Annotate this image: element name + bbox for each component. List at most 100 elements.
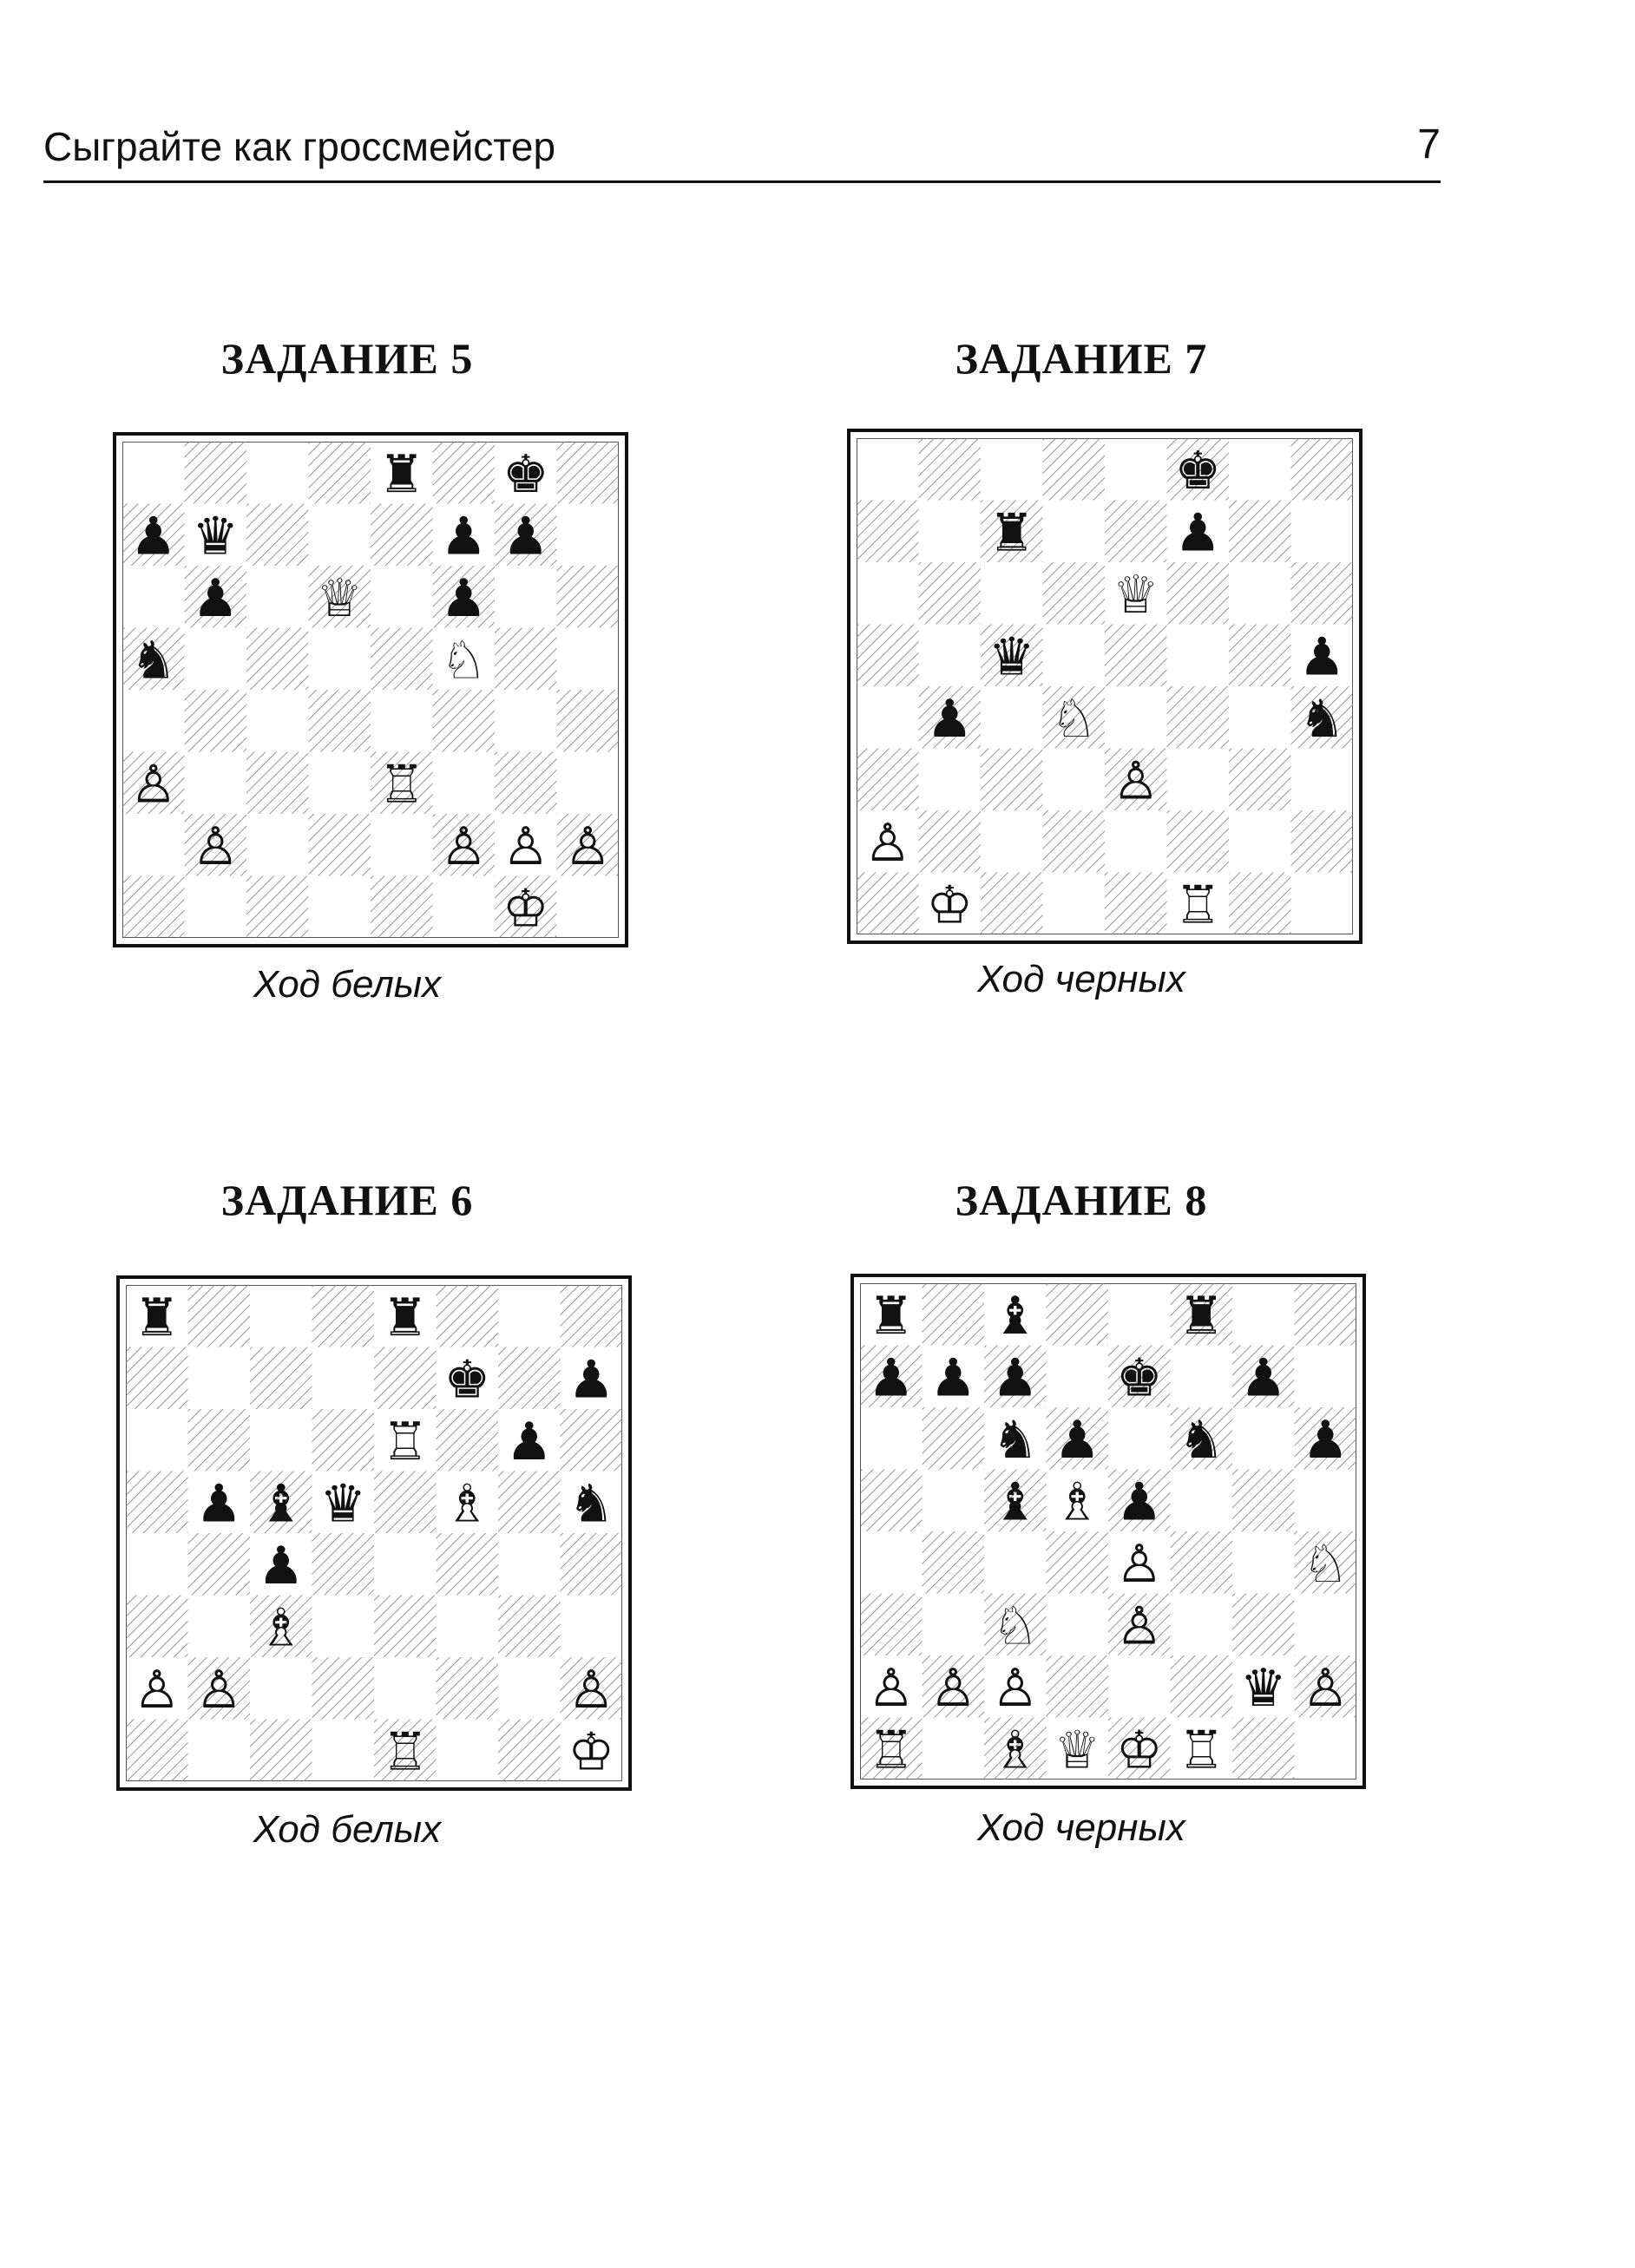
dark-square xyxy=(1170,1283,1232,1346)
dark-square xyxy=(374,1347,437,1409)
black-knight-icon: ♞ xyxy=(130,630,177,691)
black-pawn-icon: ♟ xyxy=(868,1347,915,1408)
white-queen-icon: ♕ xyxy=(1054,1720,1100,1780)
white-knight-icon: ♘ xyxy=(440,630,487,691)
dark-square xyxy=(1294,1655,1356,1718)
white-queen-icon: ♕ xyxy=(1113,565,1159,626)
white-pawn-icon: ♙ xyxy=(192,816,239,877)
dark-square xyxy=(1229,872,1291,934)
dark-square xyxy=(1042,686,1105,749)
dark-square xyxy=(122,875,185,938)
dark-square xyxy=(922,1283,984,1346)
dark-square xyxy=(1166,562,1229,625)
black-pawn-icon: ♟ xyxy=(130,506,177,567)
dark-square xyxy=(122,627,185,690)
dark-square xyxy=(981,748,1043,810)
dark-square xyxy=(922,1531,984,1594)
dark-square xyxy=(918,686,981,749)
task-title: ЗАДАНИЕ 8 xyxy=(955,1176,1208,1224)
black-pawn-icon: ♟ xyxy=(926,689,973,750)
black-pawn-icon: ♟ xyxy=(568,1349,614,1410)
dark-square xyxy=(1294,1531,1356,1594)
dark-square xyxy=(1046,1531,1108,1594)
white-pawn-icon: ♙ xyxy=(130,754,177,815)
white-bishop-icon: ♗ xyxy=(1054,1472,1100,1532)
white-pawn-icon: ♙ xyxy=(1116,1596,1163,1656)
dark-square xyxy=(371,751,433,814)
dark-square xyxy=(1042,562,1105,625)
black-king-icon: ♚ xyxy=(1174,441,1221,501)
dark-square xyxy=(1108,1469,1171,1531)
dark-square xyxy=(1166,438,1229,501)
white-king-icon: ♔ xyxy=(926,875,973,934)
page-number: 7 xyxy=(1417,121,1441,167)
dark-square xyxy=(857,748,919,810)
white-bishop-icon: ♗ xyxy=(258,1597,305,1658)
black-king-icon: ♚ xyxy=(443,1349,490,1410)
task-title: ЗАДАНИЕ 7 xyxy=(955,334,1208,383)
dark-square xyxy=(857,624,919,686)
dark-square xyxy=(922,1407,984,1470)
white-rook-icon: ♖ xyxy=(378,754,425,815)
dark-square xyxy=(246,875,309,938)
white-pawn-icon: ♙ xyxy=(1116,1534,1163,1595)
white-rook-icon: ♖ xyxy=(868,1720,915,1780)
task-title: ЗАДАНИЕ 5 xyxy=(220,334,474,383)
white-bishop-icon: ♗ xyxy=(992,1720,1039,1780)
side-to-move-caption: Ход белых xyxy=(253,963,442,1006)
side-to-move-caption: Ход черных xyxy=(977,958,1185,1000)
dark-square xyxy=(860,1469,923,1531)
dark-square xyxy=(250,1471,312,1533)
dark-square xyxy=(187,1657,250,1720)
side-to-move-caption: Ход белых xyxy=(253,1808,442,1851)
dark-square xyxy=(1290,810,1353,873)
dark-square xyxy=(1232,1345,1295,1407)
dark-square xyxy=(556,442,619,504)
dark-square xyxy=(498,1595,561,1657)
dark-square xyxy=(1042,438,1105,501)
dark-square xyxy=(860,1593,923,1655)
white-knight-icon: ♘ xyxy=(1050,689,1097,750)
dark-square xyxy=(184,814,246,876)
dark-square xyxy=(860,1717,923,1780)
dark-square xyxy=(1105,748,1167,810)
dark-square xyxy=(246,503,309,566)
black-pawn-icon: ♟ xyxy=(440,506,487,567)
dark-square xyxy=(922,1655,984,1718)
dark-square xyxy=(308,566,371,628)
board-squares: ♜♜♚♟♖♟♟♝♛♗♞♟♗♕♙♙♙♖♔ xyxy=(126,1285,622,1781)
dark-square xyxy=(1105,872,1167,934)
dark-square xyxy=(250,1347,312,1409)
dark-square xyxy=(1170,1655,1232,1718)
black-knight-icon: ♞ xyxy=(1178,1410,1225,1471)
dark-square xyxy=(918,562,981,625)
dark-square xyxy=(1166,810,1229,873)
dark-square xyxy=(495,751,557,814)
white-bishop-icon: ♗ xyxy=(443,1473,490,1534)
black-pawn-icon: ♟ xyxy=(1240,1347,1287,1408)
dark-square xyxy=(556,566,619,628)
white-queen-icon: ♕ xyxy=(316,568,363,629)
white-pawn-icon: ♙ xyxy=(868,1658,915,1719)
dark-square xyxy=(860,1345,923,1407)
black-pawn-icon: ♟ xyxy=(258,1536,305,1596)
white-pawn-icon: ♙ xyxy=(564,816,611,877)
dark-square xyxy=(1290,686,1353,749)
white-king-icon: ♔ xyxy=(568,1721,614,1781)
dark-square xyxy=(1232,1469,1295,1531)
dark-square xyxy=(984,1469,1047,1531)
chess-board: ♜♚♟♛♟♟♟♕♟♞♘♙♖♙♙♙♙♔ xyxy=(113,432,628,947)
black-rook-icon: ♜ xyxy=(382,1288,429,1348)
white-knight-icon: ♘ xyxy=(992,1596,1039,1656)
white-rook-icon: ♖ xyxy=(382,1412,429,1472)
dark-square xyxy=(126,1595,188,1657)
dark-square xyxy=(1232,1593,1295,1655)
white-rook-icon: ♖ xyxy=(1174,875,1221,934)
white-pawn-icon: ♙ xyxy=(992,1658,1039,1719)
dark-square xyxy=(308,442,371,504)
dark-square xyxy=(1046,1283,1108,1346)
black-queen-icon: ♛ xyxy=(988,626,1035,687)
dark-square xyxy=(1046,1655,1108,1718)
white-rook-icon: ♖ xyxy=(382,1721,429,1781)
dark-square xyxy=(312,1657,374,1720)
